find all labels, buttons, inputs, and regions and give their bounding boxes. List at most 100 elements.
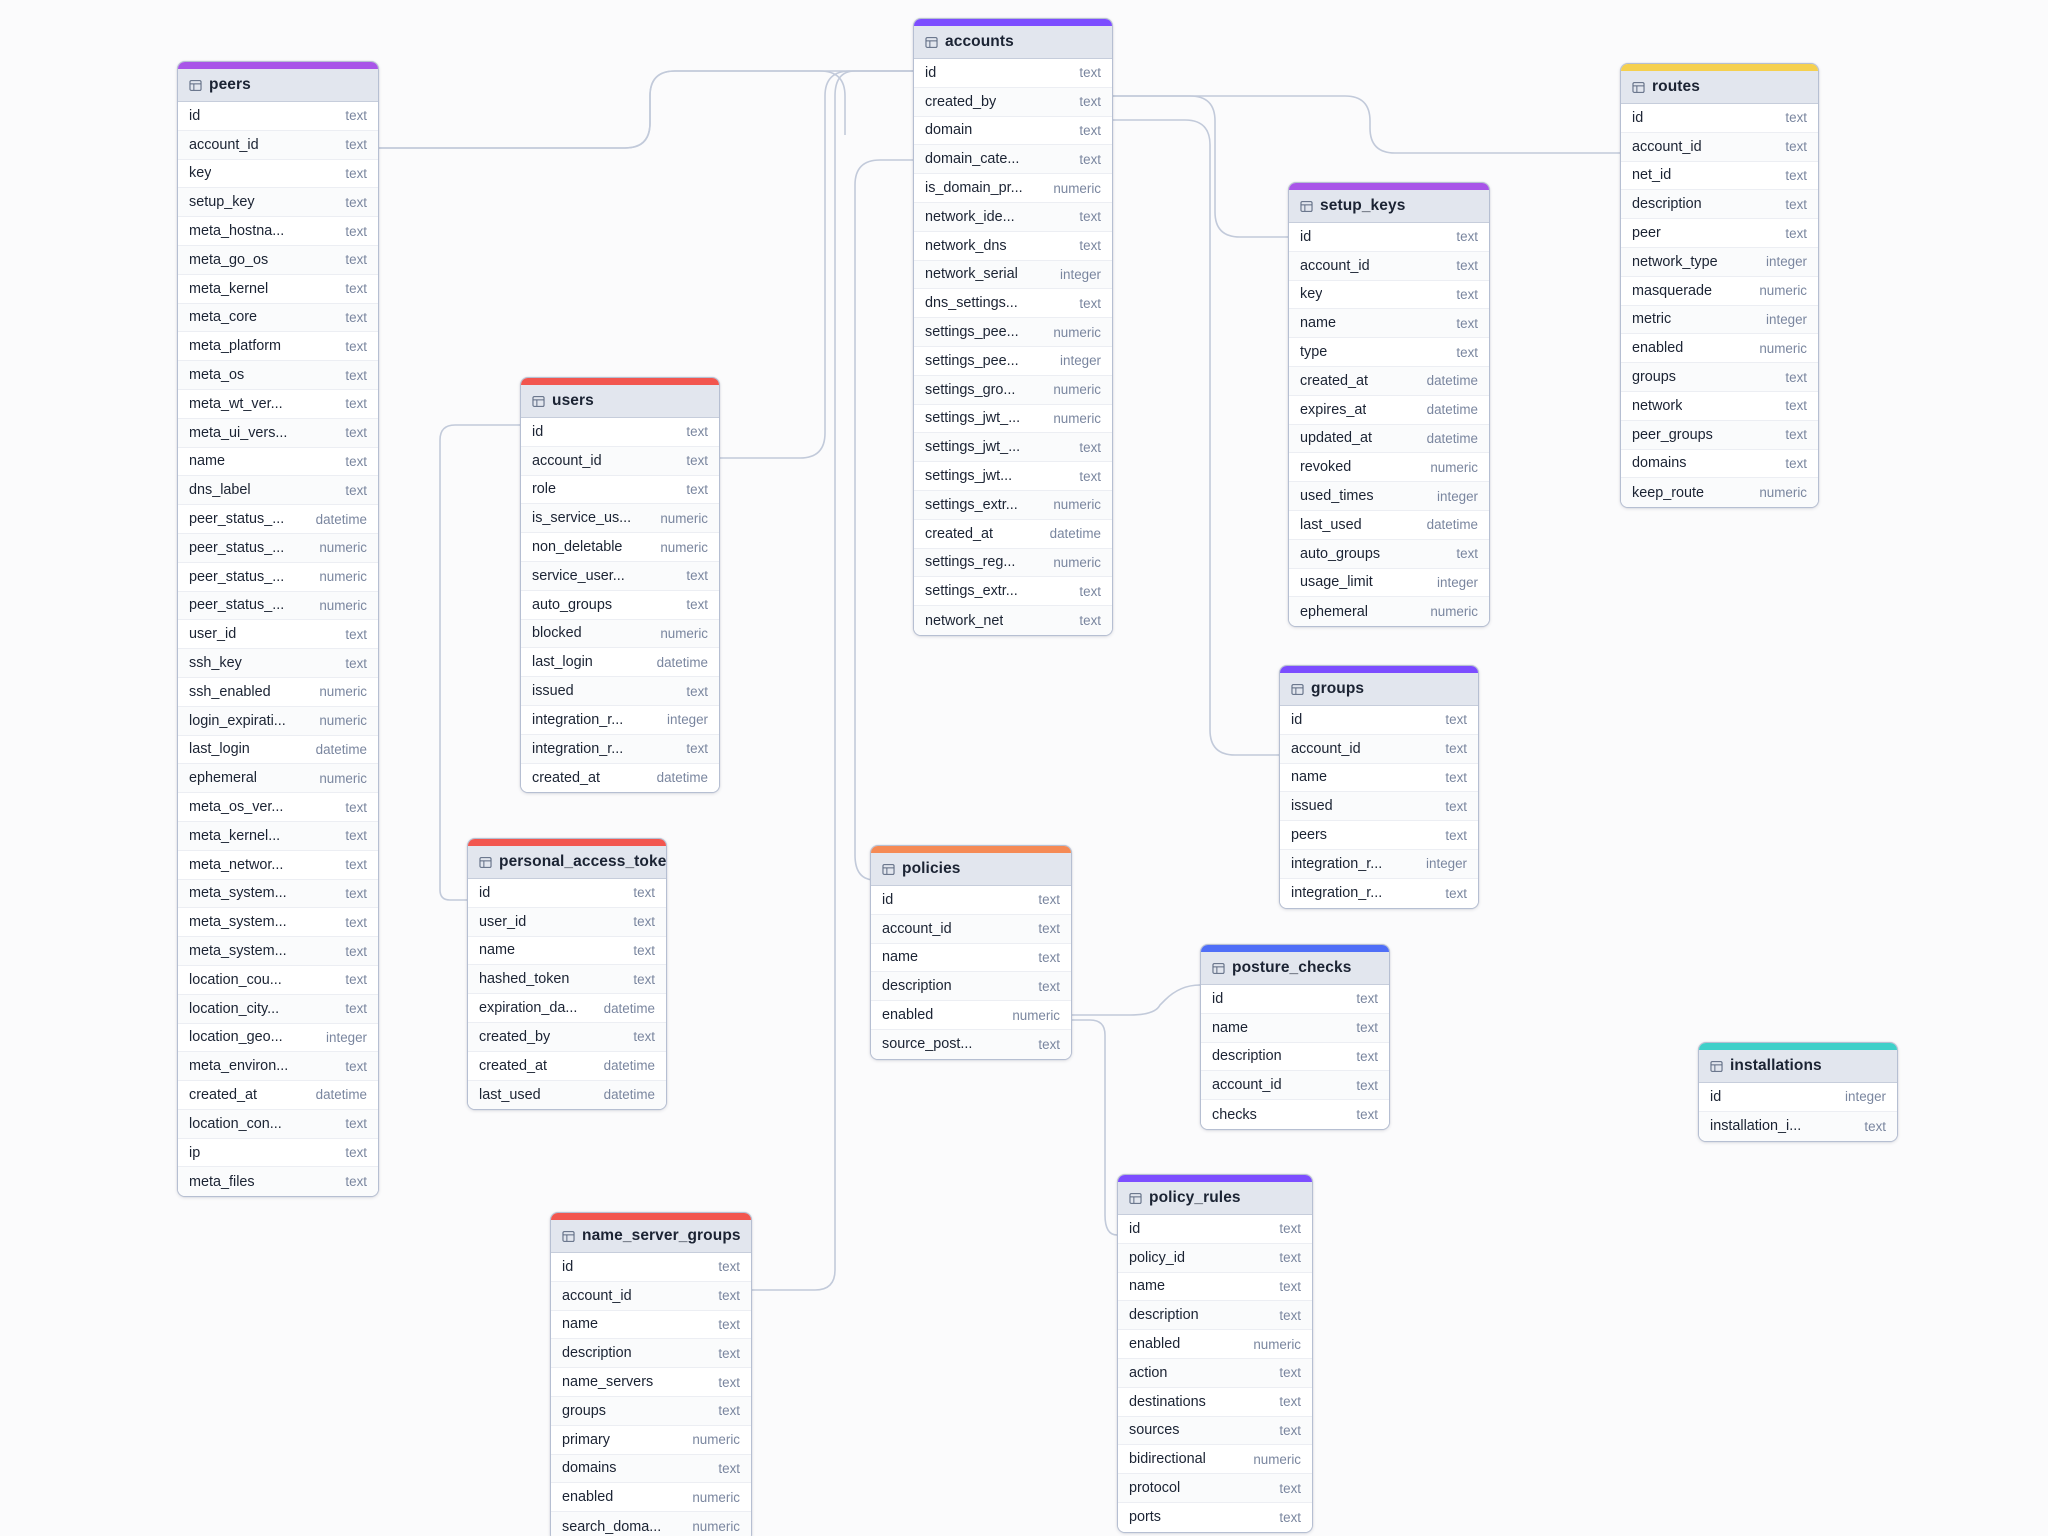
column-row[interactable]: settings_pee...numeric <box>914 318 1112 347</box>
table-header-name_server_groups[interactable]: name_server_groups <box>551 1220 751 1253</box>
column-row[interactable]: location_con...text <box>178 1109 378 1139</box>
column-row[interactable]: meta_system...text <box>178 908 378 938</box>
column-row[interactable]: service_user...text <box>521 561 719 591</box>
table-header-policies[interactable]: policies <box>871 853 1071 886</box>
column-row[interactable]: dns_settings...text <box>914 289 1112 319</box>
column-row[interactable]: integration_r...integer <box>521 705 719 735</box>
column-row[interactable]: is_domain_pr...numeric <box>914 174 1112 203</box>
column-row[interactable]: network_ide...text <box>914 202 1112 232</box>
column-row[interactable]: integration_r...text <box>521 734 719 764</box>
column-row[interactable]: location_city...text <box>178 994 378 1024</box>
column-row[interactable]: location_cou...text <box>178 965 378 995</box>
column-row[interactable]: login_expirati...numeric <box>178 706 378 736</box>
column-row[interactable]: integration_r...integer <box>1280 849 1478 879</box>
column-row[interactable]: is_service_us...numeric <box>521 504 719 534</box>
column-row[interactable]: settings_jwt_...numeric <box>914 404 1112 434</box>
column-row[interactable]: expiration_da...datetime <box>468 994 666 1023</box>
column-row[interactable]: meta_kernel...text <box>178 821 378 851</box>
column-row[interactable]: installation_i...text <box>1699 1111 1897 1141</box>
table-header-setup_keys[interactable]: setup_keys <box>1289 190 1489 223</box>
column-row[interactable]: meta_wt_ver...text <box>178 389 378 419</box>
column-row[interactable]: meta_system...text <box>178 879 378 909</box>
column-row[interactable]: settings_jwt_...text <box>914 433 1112 463</box>
column-row[interactable]: integration_r...text <box>1280 878 1478 908</box>
column-row[interactable]: location_geo...integer <box>178 1023 378 1053</box>
column-row[interactable]: peer_status_...numeric <box>178 591 378 621</box>
